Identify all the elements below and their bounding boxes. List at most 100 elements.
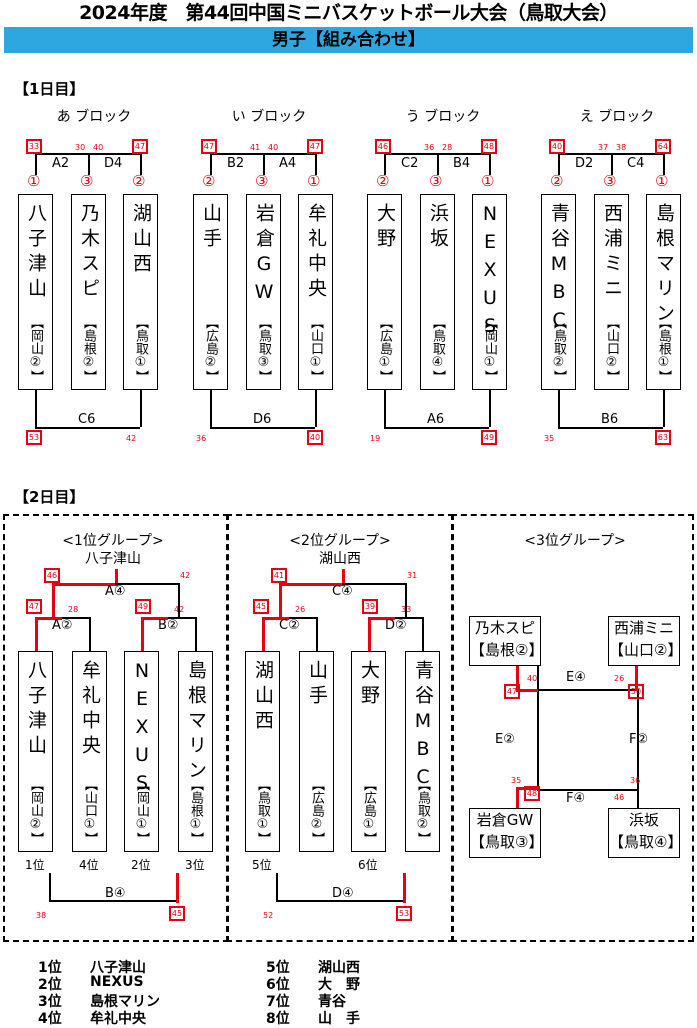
standing-team: 山 手 [318,1011,360,1027]
team-name: 山手 [200,203,222,253]
block-label: う ブロック [405,109,481,125]
bracket-line [637,789,639,808]
block-label: あ ブロック [56,109,132,125]
rank-label: 6位 [358,858,378,872]
bracket-line [35,617,62,620]
team-name: 大野 [374,203,396,253]
team-card: 大野【広島①】 [351,651,386,852]
score: 40 [527,674,538,683]
team-prefecture: 【鳥取④】 [430,316,445,383]
bracket-line [176,873,179,903]
game-code: B② [158,618,179,633]
team-prefecture: 【広島①】 [361,778,376,845]
bracket-line [140,153,142,175]
group-label: <1位グループ> [62,533,164,549]
team-name: 八子津山 [25,203,47,303]
standing-rank: 2位 [38,977,62,993]
score: 42 [126,434,137,443]
team-prefecture: 【岡山①】 [134,778,149,845]
score-box: 47 [26,599,42,614]
team-name: 湖山西 [130,203,152,278]
score-box: 46 [44,568,60,583]
group-label: <2位グループ> [289,533,391,549]
score-box: 53 [396,906,412,921]
team-prefecture: 【島根①】 [188,778,203,845]
seed-number: ③ [429,172,443,190]
seed-number: ① [307,172,321,190]
bracket-line [489,390,491,427]
bracket-line [558,390,560,427]
team-name: 島根マリン [653,203,675,328]
game-code: A4 [279,156,297,171]
team-card: 八子津山【岡山②】 [18,194,53,390]
team-card: 青谷MBC【鳥取②】 [405,651,440,852]
bracket-line [262,617,265,651]
rank-label: 1位 [25,858,45,872]
team-prefecture: 【鳥取④】 [609,833,683,851]
score-box: 53 [26,430,42,445]
game-code: F④ [566,791,586,806]
bracket-line [637,689,639,789]
bracket-line [141,617,168,620]
team-name: 牟礼中央 [305,203,327,303]
team-name: 八子津山 [25,660,47,760]
team-name: NEXUS [131,660,153,800]
team-card: 岩倉GW【鳥取③】 [469,808,543,858]
team-card: 牟礼中央【山口①】 [298,194,333,390]
team-card: 岩倉GW【鳥取③】 [246,194,281,390]
team-card: 大野【広島①】 [367,194,402,390]
team-prefecture: 【鳥取②】 [415,778,430,845]
standing-team: NEXUS [90,974,144,990]
bracket-line [52,583,55,617]
standing-team: 大 野 [318,977,360,993]
score: 26 [295,605,306,614]
team-prefecture: 【島根①】 [656,316,671,383]
group1-frame [3,514,229,942]
team-card: 西浦ミニ【山口②】 [608,616,682,666]
bracket-line [516,689,538,692]
bracket-line [195,617,197,651]
score-box: 46 [375,139,391,154]
team-prefecture: 【岡山②】 [28,778,43,845]
team-card: 湖山西【鳥取①】 [245,651,280,852]
bracket-line [558,427,663,429]
rank-label: 3位 [185,858,205,872]
game-code: D② [385,618,407,633]
score: 28 [68,605,79,614]
team-prefecture: 【鳥取①】 [133,316,148,383]
block-label: え ブロック [579,109,655,125]
score: 19 [370,434,381,443]
score-box: 47 [307,139,323,154]
bracket-line [537,689,637,691]
bracket-line [663,153,665,175]
bracket-line [276,900,403,902]
game-code: C4 [627,156,645,171]
score: 40 [93,143,104,152]
team-name: 牟礼中央 [79,660,101,760]
score: 38 [616,143,627,152]
bracket-line [368,617,395,620]
team-prefecture: 【島根②】 [81,316,96,383]
bracket-line [384,153,386,175]
bracket-line [140,390,142,427]
seed-number: ③ [603,172,617,190]
score: 26 [614,674,625,683]
team-card: 山手【広島②】 [299,651,334,852]
team-card: 牟礼中央【山口①】 [72,651,107,852]
standing-team: 島根マリン [90,994,160,1010]
score-box: 64 [655,139,671,154]
standing-rank: 3位 [38,994,62,1010]
bracket-line [403,873,406,903]
score-box: 49 [135,599,151,614]
team-name: 岩倉GW [476,811,534,829]
seed-number: ② [550,172,564,190]
score: 36 [196,434,207,443]
bracket-line [384,427,489,429]
game-code: B④ [105,886,126,901]
game-code: C④ [332,584,353,599]
team-card: 山手【広島②】 [193,194,228,390]
bracket-line [537,789,637,791]
bracket-line [516,666,519,691]
team-card: 青谷MBC【鳥取②】 [541,194,576,390]
team-name: 西浦ミニ [613,619,674,637]
